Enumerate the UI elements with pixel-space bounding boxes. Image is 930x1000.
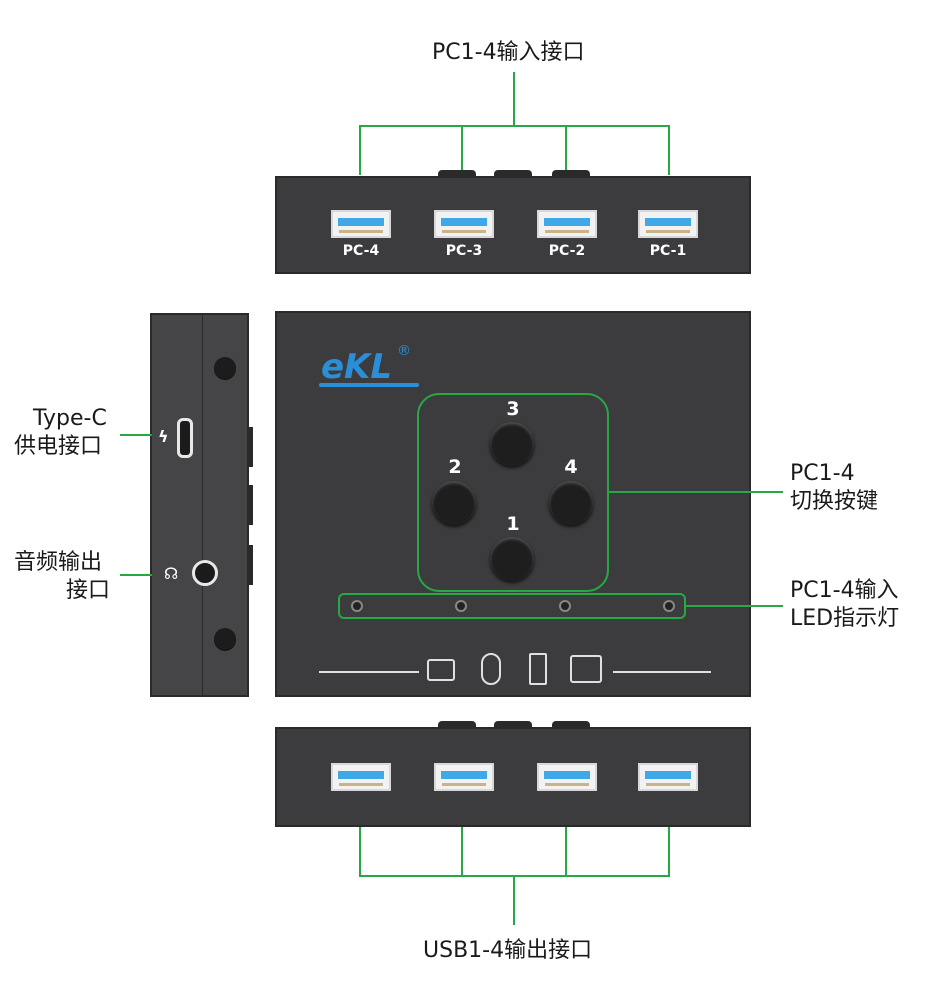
usb-output-port-2[interactable] — [537, 763, 597, 791]
typec-label-line2: 供电接口 — [14, 434, 103, 459]
keyboard-icon — [427, 659, 455, 681]
headphone-icon: ☊ — [164, 564, 179, 583]
bottom-panel-bump — [438, 721, 476, 729]
led-callout — [686, 605, 783, 607]
usb-output-port-3[interactable] — [434, 763, 494, 791]
typec-callout — [120, 434, 152, 436]
side-bump — [247, 545, 253, 585]
top-callout-stem — [513, 72, 515, 125]
port-label: PC-2 — [548, 243, 586, 259]
usb-output-port-4[interactable] — [331, 763, 391, 791]
typec-port[interactable] — [177, 418, 193, 458]
logo-swoosh — [319, 383, 419, 387]
port-label: PC-3 — [445, 243, 483, 259]
switch-button-3[interactable] — [490, 422, 534, 466]
audio-label-line1: 音频输出 — [14, 550, 103, 575]
icon-strip-line-right — [613, 671, 711, 673]
usb-output-port-1[interactable] — [638, 763, 698, 791]
icon-strip-line-left — [319, 671, 419, 673]
bottom-callout-drop-1 — [359, 827, 361, 876]
led-indicator-2 — [559, 600, 571, 612]
button-3-number: 3 — [506, 398, 520, 420]
audio-jack[interactable] — [192, 560, 218, 586]
usb-drive-icon — [529, 653, 547, 685]
bottom-callout-drop-3 — [565, 827, 567, 876]
side-panel: ϟ ☊ — [150, 313, 249, 697]
top-callout-drop-2 — [461, 125, 463, 175]
side-bump — [247, 427, 253, 467]
led-indicator-1 — [663, 600, 675, 612]
usb-port-pc4[interactable] — [331, 210, 391, 238]
switch-button-4[interactable] — [549, 481, 593, 525]
switch-button-2[interactable] — [432, 481, 476, 525]
bottom-callout-stem — [513, 875, 515, 925]
usb-port-pc1[interactable] — [638, 210, 698, 238]
top-panel-bump — [552, 170, 590, 178]
top-ports-label: PC1-4输入接口 — [432, 40, 585, 65]
top-input-panel: PC-4 PC-3 PC-2 PC-1 — [275, 176, 751, 274]
led-indicator-3 — [455, 600, 467, 612]
registered-mark: ® — [397, 343, 411, 359]
top-callout-drop-3 — [565, 125, 567, 175]
port-label: PC-1 — [649, 243, 687, 259]
side-panel-seam — [202, 315, 203, 695]
bottom-output-panel — [275, 727, 751, 827]
lightning-icon: ϟ — [158, 427, 169, 446]
led-indicator-4 — [351, 600, 363, 612]
port-label: PC-4 — [342, 243, 380, 259]
button-4-number: 4 — [564, 456, 578, 478]
printer-icon — [570, 655, 602, 683]
usb-port-pc3[interactable] — [434, 210, 494, 238]
bottom-panel-bump — [494, 721, 532, 729]
mouse-icon — [481, 653, 501, 685]
audio-label-line2: 接口 — [66, 578, 111, 603]
switch-label-line1: PC1-4 — [790, 461, 855, 486]
bottom-ports-label: USB1-4输出接口 — [423, 938, 593, 963]
top-callout-drop-4 — [668, 125, 670, 175]
top-panel-bump — [438, 170, 476, 178]
bottom-callout-drop-2 — [461, 827, 463, 876]
side-screw — [214, 357, 236, 379]
switch-button-1[interactable] — [490, 537, 534, 581]
switch-buttons-box — [417, 393, 609, 592]
button-2-number: 2 — [448, 456, 462, 478]
usb-port-pc2[interactable] — [537, 210, 597, 238]
audio-callout — [120, 574, 152, 576]
front-panel: eKL ® — [275, 311, 751, 697]
button-1-number: 1 — [506, 513, 520, 535]
led-label-line1: PC1-4输入 — [790, 578, 899, 603]
top-callout-bar — [359, 125, 670, 127]
typec-label-line1: Type-C — [33, 406, 107, 431]
side-screw — [214, 628, 236, 650]
brand-logo: eKL — [321, 347, 393, 387]
top-panel-bump — [494, 170, 532, 178]
led-label-line2: LED指示灯 — [790, 606, 900, 631]
top-callout-drop-1 — [359, 125, 361, 175]
side-bump — [247, 485, 253, 525]
bottom-panel-bump — [552, 721, 590, 729]
bottom-callout-drop-4 — [668, 827, 670, 876]
switch-callout — [609, 491, 783, 493]
led-row-box — [338, 593, 686, 619]
switch-label-line2: 切换按键 — [790, 489, 879, 514]
